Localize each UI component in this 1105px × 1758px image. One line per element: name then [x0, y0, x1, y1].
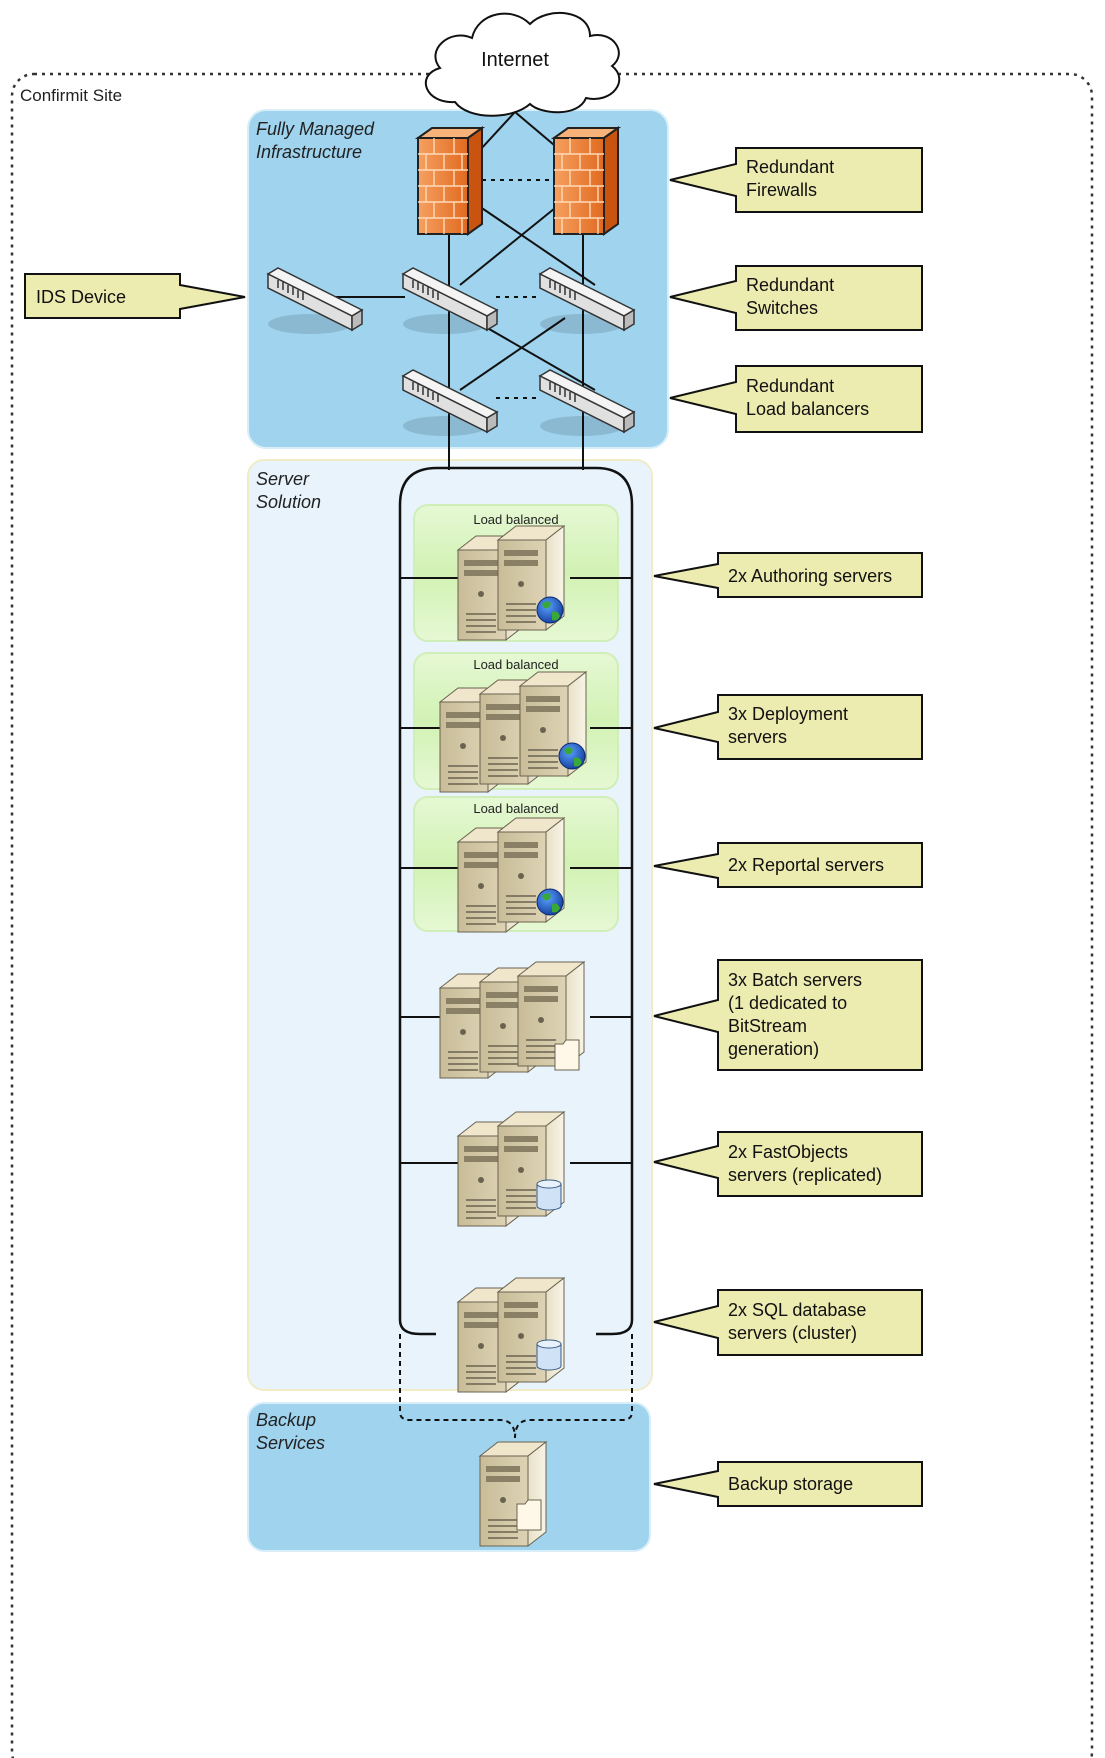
internet-label: Internet — [481, 49, 549, 71]
globe-icon — [536, 596, 564, 624]
callout-batch: 3x Batch servers (1 dedicated to BitStre… — [653, 959, 923, 1071]
globe-icon — [536, 888, 564, 916]
server-bus — [398, 466, 634, 1336]
callout-ids: IDS Device — [24, 273, 246, 319]
globe-icon — [558, 742, 586, 770]
infrastructure-zone-label: Fully Managed Infrastructure — [256, 119, 379, 162]
callout-fastobjects: 2x FastObjects servers (replicated) — [653, 1131, 923, 1197]
svg-text:3x Deployment servers: 3x Deployment servers — [728, 704, 853, 747]
callout-switches: Redundant Switches — [669, 265, 923, 331]
svg-text:2x Authoring servers: 2x Authoring servers — [728, 566, 892, 586]
svg-text:Redundant Switches: Redundant Switches — [746, 275, 839, 318]
backup-link — [399, 1334, 516, 1439]
folder-icon — [554, 1039, 580, 1071]
site-boundary — [10, 72, 1094, 1758]
svg-text:Redundant Firewalls: Redundant Firewalls — [746, 157, 839, 200]
folder-icon — [516, 1499, 542, 1531]
svg-text:2x SQL database servers: 2x SQL database servers (cluster) — [728, 1300, 871, 1343]
svg-text:2x Reportal servers: 2x Reportal servers — [728, 855, 884, 875]
redundancy-links — [482, 179, 556, 399]
svg-text:2x FastObjects servers (: 2x FastObjects servers (replicated) — [728, 1142, 882, 1185]
callout-authoring: 2x Authoring servers — [653, 552, 923, 598]
backup-zone-label: Backup Services — [256, 1410, 325, 1453]
svg-text:IDS Device: IDS Device — [36, 287, 126, 307]
firewall-icon — [553, 127, 619, 235]
server-connections — [400, 577, 632, 1164]
svg-text:Backup storage: Backup storage — [728, 1474, 853, 1494]
cloud-icon — [424, 11, 621, 117]
firewall-icon — [417, 127, 483, 235]
group-label-authoring: Load balanced — [473, 512, 558, 527]
server-zone-label: Server Solution — [256, 469, 321, 512]
database-icon — [536, 1179, 562, 1211]
callout-reportal: 2x Reportal servers — [653, 842, 923, 888]
group-label-deployment: Load balanced — [473, 657, 558, 672]
backup-zone — [247, 1402, 651, 1552]
svg-text:3x Batch servers (1 dedi: 3x Batch servers (1 dedicated to BitStre… — [728, 970, 867, 1059]
callout-load-balancers: Redundant Load balancers — [669, 365, 923, 433]
callout-deployment: 3x Deployment servers — [653, 694, 923, 760]
svg-text:Redundant Load balancers: Redundant Load balancers — [746, 376, 869, 419]
callout-sql: 2x SQL database servers (cluster) — [653, 1289, 923, 1356]
callout-backup: Backup storage — [653, 1461, 923, 1507]
callout-firewalls: Redundant Firewalls — [669, 147, 923, 213]
database-icon — [536, 1339, 562, 1371]
site-label: Confirmit Site — [20, 86, 122, 105]
group-label-reportal: Load balanced — [473, 801, 558, 816]
